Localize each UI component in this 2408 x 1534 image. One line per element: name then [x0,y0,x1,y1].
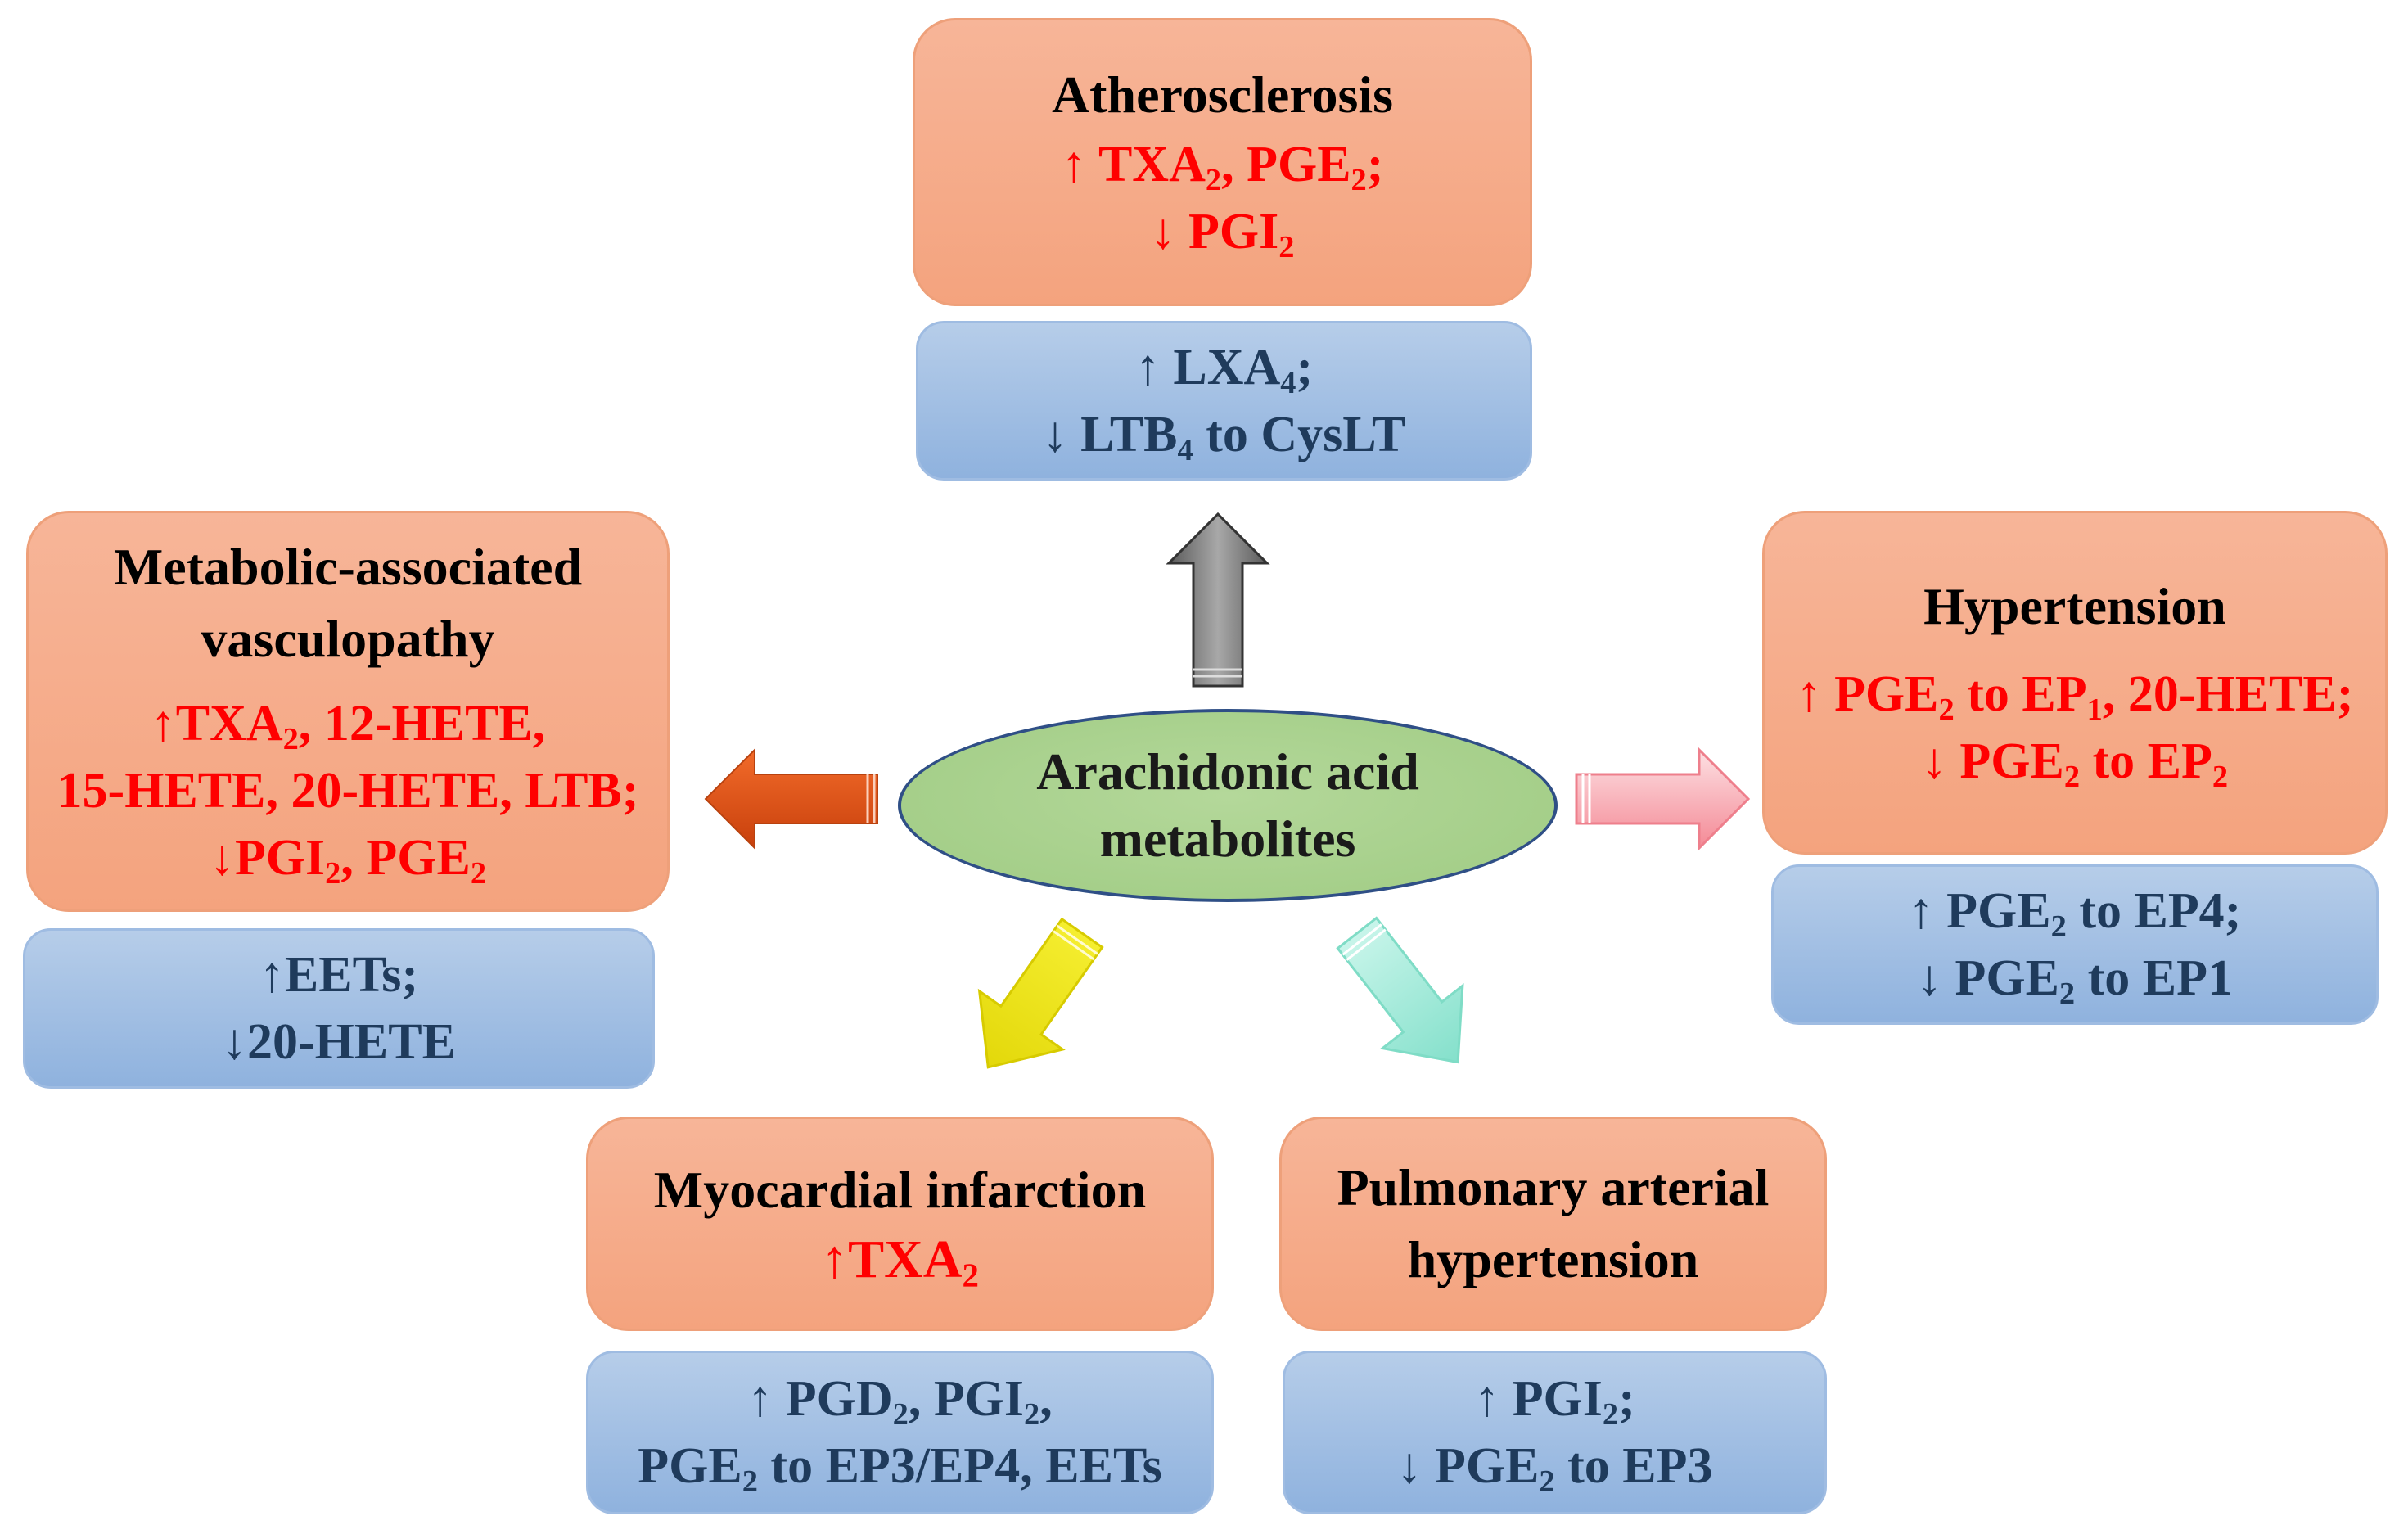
center-node-arachidonic-acid: Arachidonic acid metabolites [898,709,1558,902]
line-text: ↓ LTB [1042,406,1178,462]
pulmonary-marker-line-1: ↑ PGI2; [1474,1365,1635,1432]
line-text: to EP4; [2066,883,2242,939]
line-text: , PGE [1221,137,1351,192]
line-text: ; [1296,339,1314,395]
subscript-text: 2 [2212,759,2229,794]
hypertension-marker-line-2: ↓ PGE2 to EP1 [1917,945,2233,1012]
hypertension-up-line-1: ↑ PGE2 to EP1, 20-HETE; [1797,661,2354,728]
atherosclerosis-up-line-2: ↓ PGI2 [1151,198,1295,265]
line-text: ↓ PGE [1921,733,2064,789]
line-text: to EP3/EP4, EETs [757,1438,1162,1494]
subscript-text: 2 [1539,1464,1555,1499]
pulmonary-title-line-1: Pulmonary arterial [1337,1158,1770,1216]
line-text: ↑ LXA [1134,339,1281,395]
arrow-down-left-to-myocardial [977,917,1104,1069]
pulmonary-marker-line-2: ↓ PGE2 to EP3 [1396,1432,1712,1500]
metabolic-title-line-2: vasculopathy [201,610,495,668]
line-text: , 12-HETE, [298,696,546,751]
subscript-text: 2 [2059,976,2076,1011]
line-text: ↑ PGE [1796,666,1939,722]
line-text: ; [1366,137,1384,192]
subscript-text: 2 [742,1464,758,1499]
line-text: , PGE [340,830,471,886]
line-text: ↓ PGE [1396,1438,1540,1494]
hypertension-marker-box: ↑ PGE2 to EP4; ↓ PGE2 to EP1 [1771,864,2379,1025]
line-text: , PGI [908,1371,1025,1427]
pulmonary-marker-box: ↑ PGI2; ↓ PGE2 to EP3 [1283,1351,1827,1514]
subscript-text: 2 [282,721,299,756]
arrow-up-to-atherosclerosis [1166,512,1270,688]
metabolic-marker-box: ↑EETs; ↓20-HETE [23,928,655,1089]
subscript-text: 2 [1278,229,1295,264]
line-text: , [1039,1371,1053,1427]
center-line-1: Arachidonic acid [1036,742,1419,801]
line-text: to EP1 [2075,950,2234,1006]
atherosclerosis-title: Atherosclerosis [1051,65,1394,124]
line-text: to EP [2080,733,2212,789]
line-text: ↑ TXA [1061,137,1206,192]
subscript-text: 4 [1177,432,1193,467]
line-text: ↑TXA [150,696,283,751]
atherosclerosis-marker-line-2: ↓ LTB4 to CysLT [1043,401,1406,468]
line-text: ↓ PGE [1916,950,2059,1006]
metabolic-marker-line-1: ↑EETs; [259,947,419,1003]
hypertension-title: Hypertension [1923,577,2226,635]
hypertension-up-line-2: ↓ PGE2 to EP2 [1922,728,2228,795]
subscript-text: 4 [1280,365,1296,400]
subscript-text: 2 [962,1257,979,1294]
line-text: ↓PGI [209,830,326,886]
arrow-left-to-metabolic [704,747,878,850]
subscript-text: 2 [892,1396,909,1432]
atherosclerosis-box: Atherosclerosis ↑ TXA2, PGE2; ↓ PGI2 [913,18,1532,306]
myocardial-marker-line-1: ↑ PGD2, PGI2, [747,1365,1053,1432]
subscript-text: 2 [1351,162,1367,197]
hypertension-box: Hypertension ↑ PGE2 to EP1, 20-HETE; ↓ P… [1762,511,2388,855]
atherosclerosis-up-line-1: ↑ TXA2, PGE2; [1062,131,1384,198]
metabolic-marker-line-2: ↓20-HETE [222,1014,456,1070]
metabolic-up-line-3: ↓PGI2, PGE2 [210,824,486,891]
subscript-text: 2 [2050,909,2067,944]
line-text: ↑ PGE [1908,883,2051,939]
myocardial-title: Myocardial infarction [653,1161,1147,1219]
line-text: ↑ PGD [747,1371,893,1427]
metabolic-title-line-1: Metabolic-associated [113,538,583,596]
line-text: , 20-HETE; [2102,666,2354,722]
myocardial-up-line-1: ↑TXA2 [821,1226,979,1293]
subscript-text: 2 [1938,692,1955,727]
metabolic-box: Metabolic-associated vasculopathy ↑TXA2,… [26,511,670,912]
pulmonary-box: Pulmonary arterial hypertension [1279,1117,1827,1331]
atherosclerosis-marker-box: ↑ LXA4; ↓ LTB4 to CysLT [916,321,1532,481]
line-text: to EP [1954,666,2087,722]
line-text: PGE [638,1438,742,1494]
arrow-down-right-to-pulmonary [1336,916,1464,1064]
metabolic-up-line-1: ↑TXA2, 12-HETE, [151,690,546,757]
myocardial-marker-box: ↑ PGD2, PGI2, PGE2 to EP3/EP4, EETs [586,1351,1214,1514]
center-line-2: metabolites [1099,810,1356,868]
line-text: ; [1618,1371,1635,1427]
subscript-text: 2 [1024,1396,1040,1432]
line-text: to EP3 [1554,1438,1713,1494]
subscript-text: 2 [325,855,341,891]
subscript-text: 2 [470,855,487,891]
subscript-text: 2 [1205,162,1222,197]
subscript-text: 1 [2086,692,2103,727]
myocardial-marker-line-2: PGE2 to EP3/EP4, EETs [638,1432,1162,1500]
line-text: ↓ PGI [1150,204,1279,259]
subscript-text: 2 [2063,759,2081,794]
hypertension-marker-line-1: ↑ PGE2 to EP4; [1909,878,2242,945]
line-text: ↑ PGI [1474,1371,1603,1427]
line-text: to CysLT [1193,406,1406,462]
pulmonary-title-line-2: hypertension [1407,1230,1699,1288]
myocardial-box: Myocardial infarction ↑TXA2 [586,1117,1214,1331]
metabolic-up-line-2: 15-HETE, 20-HETE, LTB; [56,763,639,819]
arrow-right-to-hypertension [1575,747,1751,851]
line-text: ↑TXA [821,1229,963,1289]
subscript-text: 2 [1602,1396,1619,1432]
atherosclerosis-marker-line-1: ↑ LXA4; [1135,334,1313,401]
